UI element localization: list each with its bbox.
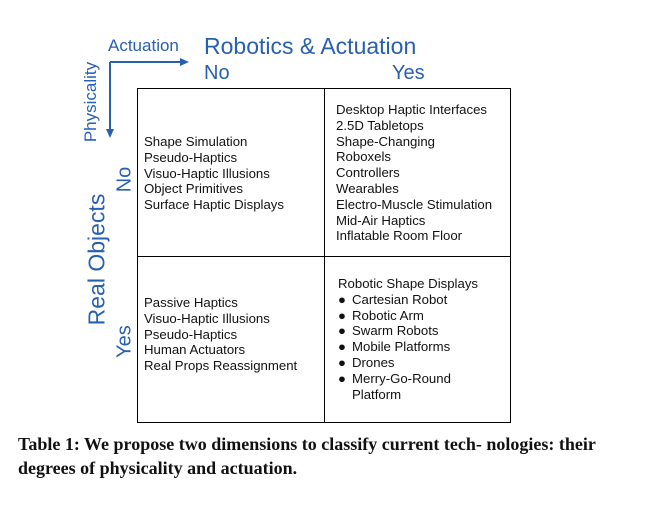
bullet-icon: ● <box>338 323 346 339</box>
bullet-item: ●Merry-Go-Round <box>338 370 451 386</box>
list-item: Desktop Haptic Interfaces <box>336 102 487 117</box>
cell-no-yes: Desktop Haptic Interfaces 2.5D Tabletops… <box>336 102 492 244</box>
bullet-icon: ● <box>338 339 346 355</box>
list-item: Electro-Muscle Stimulation <box>336 196 493 212</box>
column-header-yes: Yes <box>392 62 425 84</box>
list-item: Controllers <box>336 165 400 181</box>
bullet-continuation: Platform <box>352 386 402 402</box>
column-header-no: No <box>204 62 230 84</box>
physicality-axis-label: Physicality <box>81 61 100 143</box>
list-item: Visuo-Haptic Illusions <box>144 165 270 181</box>
row-header-no: No <box>113 166 136 193</box>
list-item: Shape-Changing <box>336 133 435 149</box>
table-horizontal-divider <box>137 256 511 257</box>
vertical-arrow <box>106 62 114 138</box>
list-item: Pseudo-Haptics <box>144 326 238 342</box>
actuation-axis-label: Actuation <box>108 36 179 55</box>
bullet-item: ●Mobile Platforms <box>338 339 451 355</box>
list-item: Object Primitives <box>144 181 243 197</box>
row-header-yes: Yes <box>113 325 136 358</box>
cell-no-no: Shape Simulation Pseudo-Haptics Visuo-Ha… <box>144 134 284 213</box>
list-item: Wearables <box>336 180 399 196</box>
list-item: Visuo-Haptic Illusions <box>144 310 270 326</box>
robotics-actuation-title: Robotics & Actuation <box>204 33 417 59</box>
cell-yes-no: Passive Haptics Visuo-Haptic Illusions P… <box>144 295 297 374</box>
table-caption: Table 1: We propose two dimensions to cl… <box>18 434 596 478</box>
cell-yes-yes: Robotic Shape Displays ●Cartesian Robot … <box>338 276 478 402</box>
bullet-icon: ● <box>338 307 346 323</box>
list-item: Inflatable Room Floor <box>336 228 463 244</box>
horizontal-arrow <box>110 58 189 66</box>
list-item: Passive Haptics <box>144 295 238 310</box>
list-item: Surface Haptic Displays <box>144 197 284 213</box>
list-item: Shape Simulation <box>144 134 248 149</box>
real-objects-title: Real Objects <box>83 193 110 326</box>
bullet-item: ●Swarm Robots <box>338 323 439 339</box>
list-item: Roboxels <box>336 149 391 165</box>
bullet-item: ●Drones <box>338 354 395 370</box>
cell-heading: Robotic Shape Displays <box>338 276 479 291</box>
axis-arrows <box>106 58 189 138</box>
table-vertical-divider <box>324 88 325 423</box>
list-item: Real Props Reassignment <box>144 358 298 374</box>
bullet-item: ●Robotic Arm <box>338 307 424 323</box>
bullet-icon: ● <box>338 291 346 307</box>
bullet-icon: ● <box>338 370 346 386</box>
list-item: Mid-Air Haptics <box>336 212 426 228</box>
bullet-icon: ● <box>338 354 346 370</box>
list-item: Pseudo-Haptics <box>144 149 238 165</box>
bullet-item: ●Cartesian Robot <box>338 291 448 307</box>
list-item: 2.5D Tabletops <box>336 117 424 133</box>
list-item: Human Actuators <box>144 342 246 358</box>
